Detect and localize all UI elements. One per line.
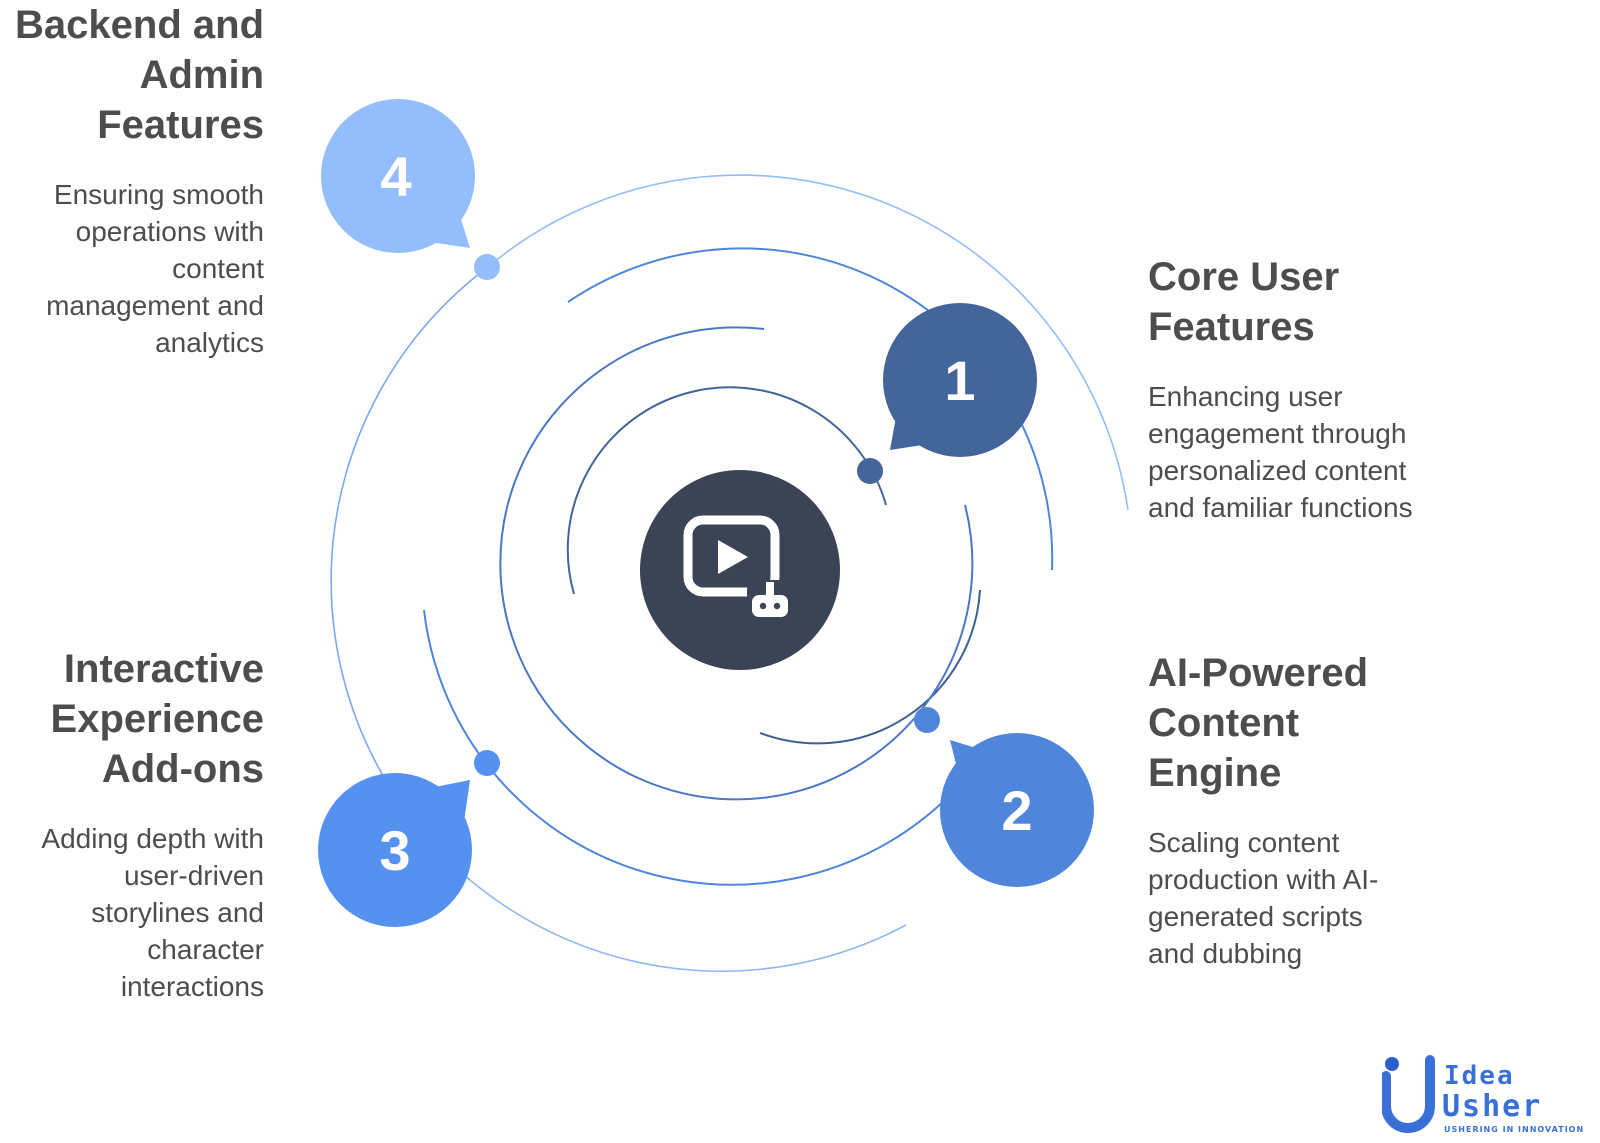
connector-dot-2 (914, 707, 940, 733)
center-circle (640, 470, 840, 670)
badge-number-3: 3 (379, 819, 410, 882)
connector-dot-1 (857, 458, 883, 484)
logo-tagline: USHERING IN INNOVATION (1444, 1125, 1584, 1134)
step-4-label: Backend and Admin Features Ensuring smoo… (0, 0, 264, 361)
step-3-description: Adding depth with user-driven storylines… (41, 823, 264, 1002)
logo-word-usher: Usher (1442, 1089, 1542, 1124)
badge-number-2: 2 (1001, 779, 1032, 842)
ring-third-top (567, 247, 1054, 571)
step-2-title: AI-Powered Content Engine (1148, 651, 1369, 795)
connector-dot-3 (474, 750, 500, 776)
video-play-robot-icon (683, 515, 789, 620)
step-2-description: Scaling content production with AI- gene… (1148, 827, 1379, 969)
ring-inner-right (759, 589, 981, 745)
connector-dot-4 (474, 254, 500, 280)
idea-usher-logo: Idea Usher USHERING IN INNOVATION (1382, 1055, 1584, 1134)
step-1-description: Enhancing user engagement through person… (1148, 381, 1413, 523)
badge-number-1: 1 (944, 349, 975, 412)
step-4-title: Backend and Admin Features (15, 3, 264, 147)
step-1-label: Core User Features Enhancing user engage… (1148, 252, 1468, 526)
ring-third-bottom (423, 609, 946, 886)
step-3-title: Interactive Experience Add-ons (50, 647, 264, 791)
ring-outer-top (487, 174, 1129, 511)
orbit-rings (330, 174, 1129, 973)
center-hub (640, 470, 840, 670)
logo-word-idea: Idea (1444, 1061, 1515, 1091)
ring-second (499, 326, 974, 801)
badge-number-4: 4 (380, 145, 411, 208)
step-3-label: Interactive Experience Add-ons Adding de… (0, 644, 264, 1005)
ring-innermost (566, 386, 887, 595)
badge-4: 4 (321, 99, 475, 253)
step-2-label: AI-Powered Content Engine Scaling conten… (1148, 648, 1448, 972)
badge-2: 2 (940, 733, 1094, 887)
ring-outer-bottom (469, 879, 907, 973)
step-1-title: Core User Features (1148, 255, 1340, 349)
step-4-description: Ensuring smooth operations with content … (46, 179, 264, 358)
badge-3: 3 (318, 773, 472, 927)
badge-1: 1 (883, 303, 1037, 457)
